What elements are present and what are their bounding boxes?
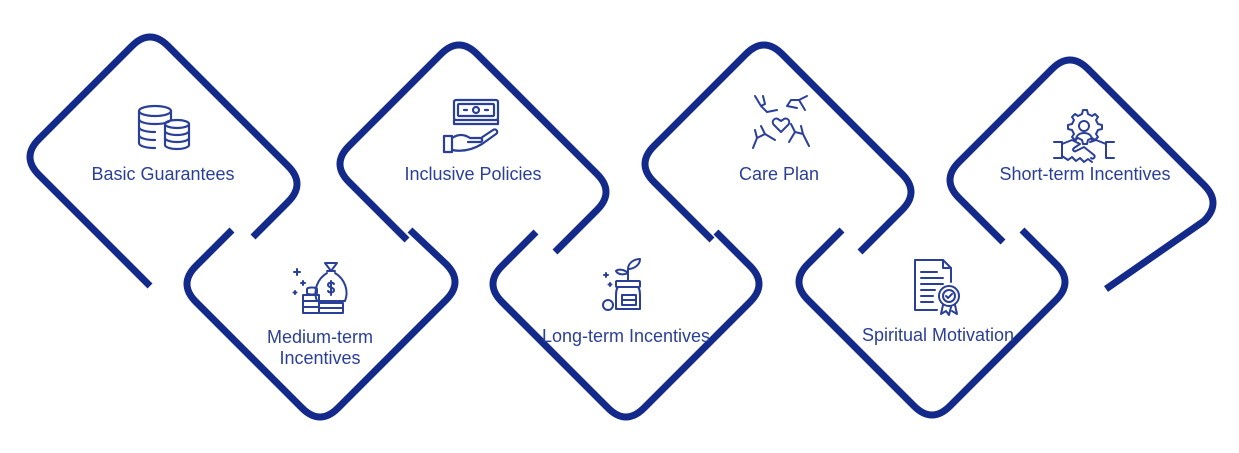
item-spiritual-motivation-icon-wrap [903,256,967,316]
frame-short-term-incentives [946,56,1217,292]
frame-long-term-incentives [489,229,763,421]
item-inclusive-policies-icon-wrap [440,96,504,156]
growth-jar-icon [602,258,641,311]
money-hand-icon [442,98,500,154]
item-short-term-incentives-icon-wrap [1052,108,1116,168]
item-inclusive-policies-label: Inclusive Policies [404,164,542,184]
item-short-term-incentives-label: Short-term Incentives [999,164,1171,184]
frame-basic-guarantees [26,33,301,289]
frame-care-plan [641,41,915,255]
hands-heart-icon [752,95,810,149]
frame-inclusive-policies [336,41,610,255]
item-medium-term-incentives-icon-wrap [289,259,353,319]
item-basic-guarantees-icon-wrap [131,100,195,160]
item-long-term-incentives-icon-wrap [596,255,660,315]
frame-spiritual-motivation [795,227,1069,419]
item-basic-guarantees-label: Basic Guarantees [91,164,235,184]
certificate-icon [914,259,960,316]
item-care-plan-label: Care Plan [738,164,820,184]
item-spiritual-motivation-label: Spiritual Motivation [861,325,1015,345]
database-coins-icon [137,104,191,151]
handshake-gear-icon [1053,109,1115,163]
item-medium-term-incentives-label: Medium-term Incentives [266,327,373,368]
frame-medium-term-incentives [183,227,459,421]
money-bag-coins-icon [292,262,348,314]
item-long-term-incentives-label: Long-term Incentives [541,326,711,346]
item-care-plan-icon-wrap [749,92,813,152]
